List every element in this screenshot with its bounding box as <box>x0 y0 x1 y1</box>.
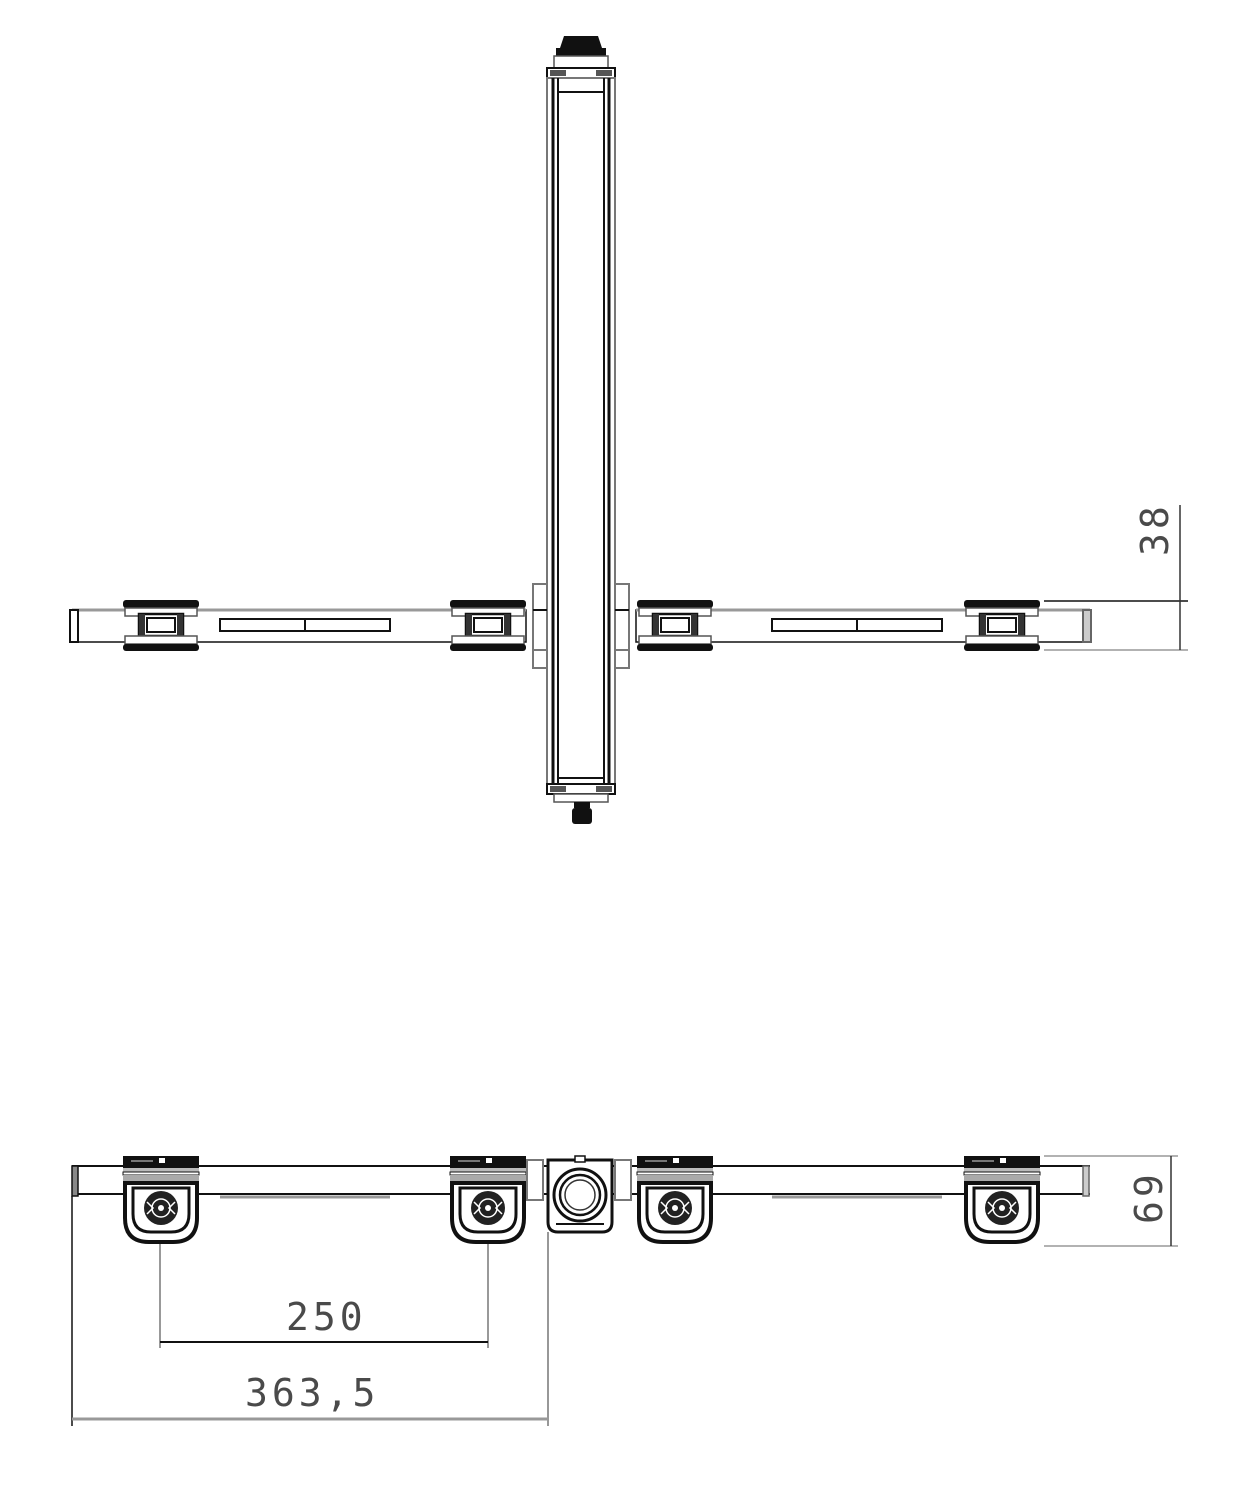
dim-label-363-5: 363,5 <box>245 1371 379 1415</box>
dimension-69: 69 <box>1044 1155 1178 1247</box>
dim-label-250: 250 <box>286 1295 367 1339</box>
hub-plates <box>532 583 630 669</box>
dimension-363-5: 363,5 <box>71 1196 549 1426</box>
dim-label-38: 38 <box>1133 502 1177 556</box>
front-view: 69 250 363,5 <box>71 1154 1178 1426</box>
dim-label-69: 69 <box>1127 1170 1171 1224</box>
mast-bottom-cap <box>546 783 616 824</box>
center-hub <box>526 1155 632 1234</box>
mast-top-cap <box>546 36 616 79</box>
vertical-mast <box>546 77 616 795</box>
dimension-250: 250 <box>159 1244 489 1348</box>
top-view: 38 <box>69 36 1188 824</box>
dimension-38: 38 <box>1044 502 1188 651</box>
left-crossbar <box>69 598 528 653</box>
right-crossbar <box>635 598 1092 653</box>
